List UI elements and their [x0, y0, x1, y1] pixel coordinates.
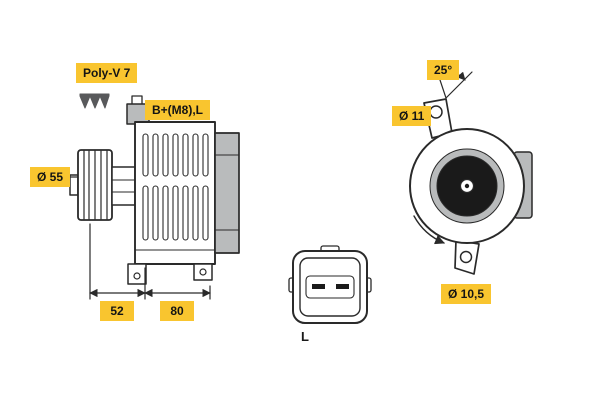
pulley-nut — [69, 174, 79, 196]
alternator-body — [134, 121, 216, 265]
pulley-diameter-label: Ø 55 — [30, 167, 71, 187]
front-view-drawing — [409, 61, 533, 275]
belt-profile-icon — [79, 93, 110, 109]
dimension-lines — [89, 223, 211, 300]
pulley — [77, 149, 113, 221]
length-dimension-80-label: 80 — [160, 301, 194, 321]
mount-hole-bottom-label: Ø 10,5 — [441, 284, 492, 304]
connector-pin — [312, 284, 325, 289]
mount-angle-label: 25° — [427, 60, 460, 80]
shaft-spacer — [111, 166, 136, 206]
bottom-mounting-lug — [454, 239, 480, 275]
mounting-lugs — [127, 263, 213, 285]
connector-drawing — [288, 245, 372, 324]
mount-hole-top-label: Ø 11 — [392, 106, 432, 126]
rear-housing — [214, 132, 240, 254]
housing-circle — [409, 128, 525, 244]
connector-label: L — [301, 329, 309, 344]
belt-type-label: Poly-V 7 — [76, 63, 138, 83]
side-view-drawing — [69, 93, 240, 300]
length-dimension-52-label: 52 — [100, 301, 134, 321]
connector-pin — [336, 284, 349, 289]
terminal-label: B+(M8),L — [145, 100, 210, 120]
rotation-arrow-icon — [413, 215, 445, 245]
